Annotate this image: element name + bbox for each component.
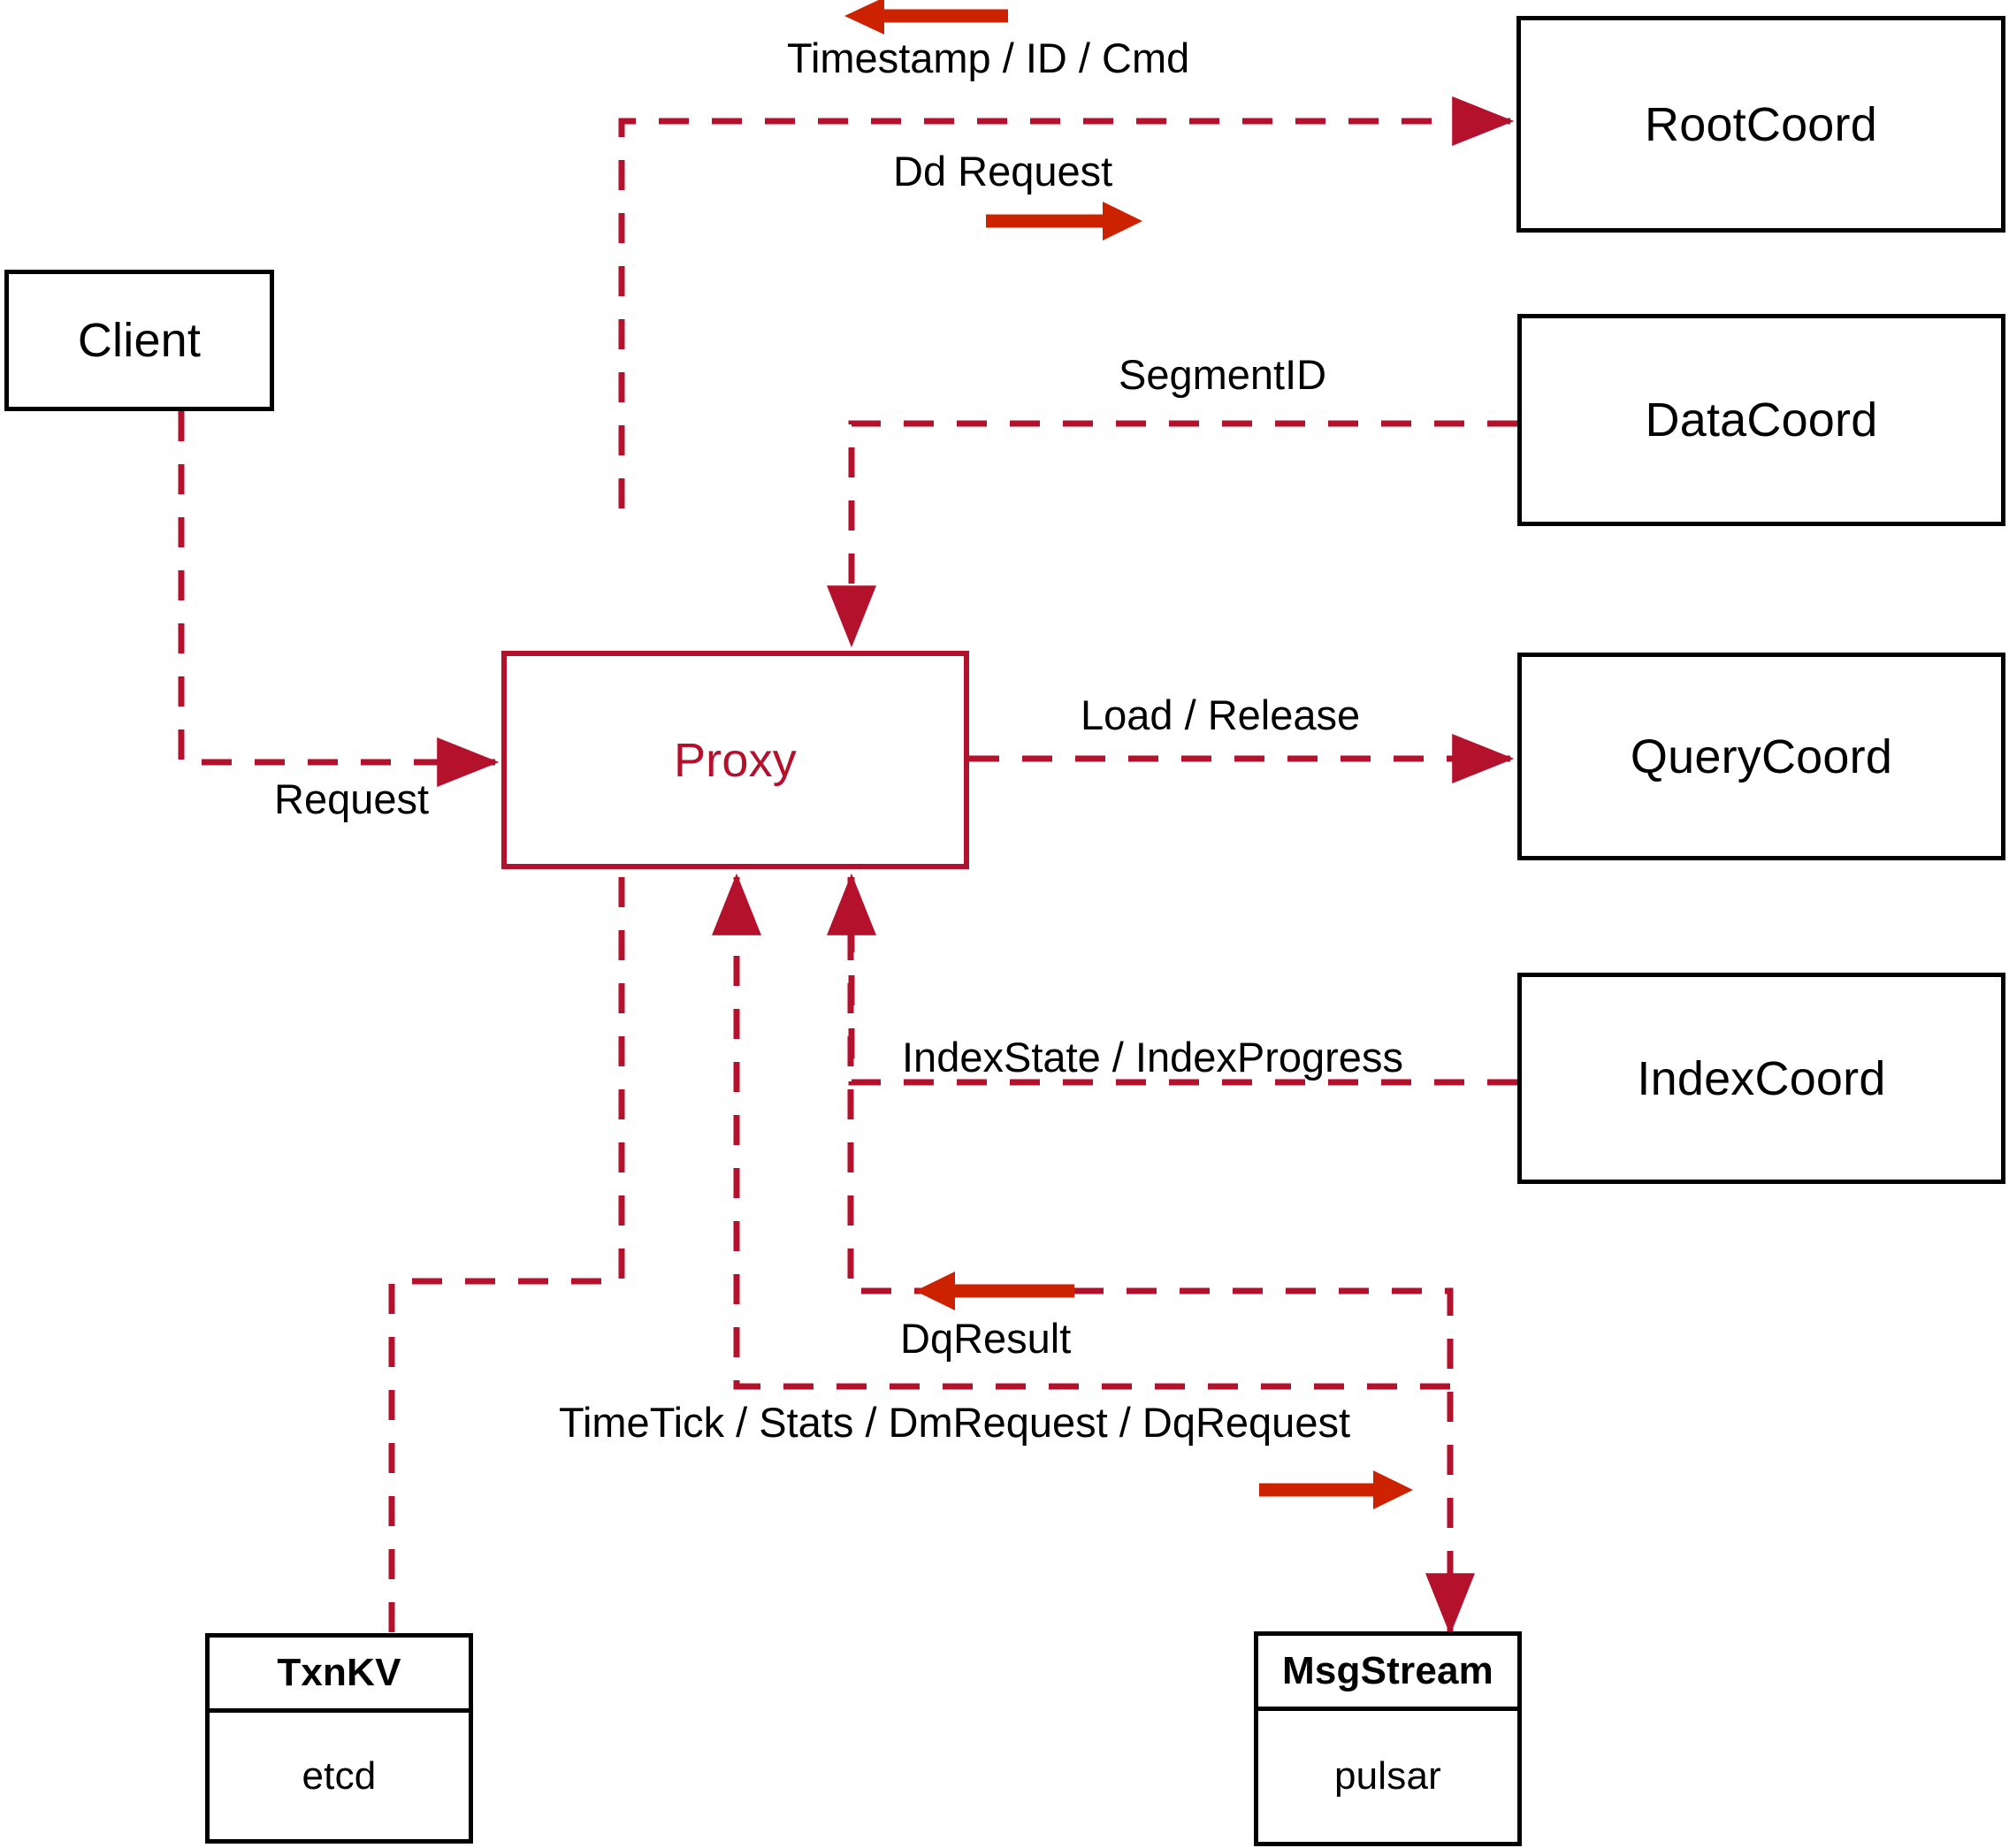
edge-label-dqresult: DqResult — [900, 1315, 1072, 1362]
arrow-dqresult-icon — [915, 1271, 1074, 1310]
node-txnkv-label: TxnKV — [277, 1651, 401, 1694]
wire-request — [178, 411, 500, 787]
edge-label-dd-request: Dd Request — [893, 148, 1113, 195]
wire-dqresult — [712, 873, 1450, 1390]
node-msgstream-body: pulsar — [1258, 1711, 1517, 1842]
edge-label-request: Request — [274, 775, 430, 822]
node-txnkv-sublabel: etcd — [302, 1753, 377, 1798]
node-rootcoord[interactable]: RootCoord — [1516, 16, 2005, 233]
node-rootcoord-label: RootCoord — [1645, 97, 1877, 151]
node-msgstream-label: MsgStream — [1282, 1649, 1493, 1692]
wire-segmentid — [827, 420, 1517, 648]
node-txnkv-body: etcd — [210, 1713, 469, 1839]
arrow-dd-request-icon — [986, 202, 1142, 241]
wire-timetick — [847, 877, 1475, 1636]
edge-label-load-release: Load / Release — [1081, 691, 1361, 738]
node-querycoord-label: QueryCoord — [1630, 729, 1893, 783]
edge-label-segmentid: SegmentID — [1119, 351, 1327, 398]
edge-label-indexstate-indexprogress: IndexState / IndexProgress — [902, 1034, 1403, 1081]
node-msgstream[interactable]: MsgStream pulsar — [1254, 1631, 1522, 1846]
node-txnkv-header: TxnKV — [210, 1638, 469, 1713]
node-proxy[interactable]: Proxy — [501, 651, 969, 869]
node-datacoord[interactable]: DataCoord — [1517, 314, 2005, 526]
node-indexcoord[interactable]: IndexCoord — [1517, 973, 2005, 1184]
node-txnkv[interactable]: TxnKV etcd — [205, 1633, 473, 1844]
node-indexcoord-label: IndexCoord — [1637, 1051, 1886, 1105]
node-client-label: Client — [77, 314, 202, 367]
node-datacoord-label: DataCoord — [1645, 393, 1878, 447]
node-querycoord[interactable]: QueryCoord — [1517, 653, 2005, 860]
edge-label-timetick-stats-dmrequest-dqrequest: TimeTick / Stats / DmRequest / DqRequest — [559, 1399, 1351, 1446]
wire-txnkv — [388, 877, 625, 1633]
arrow-timestamp-icon — [844, 0, 1008, 34]
node-msgstream-header: MsgStream — [1258, 1636, 1517, 1711]
node-msgstream-sublabel: pulsar — [1333, 1754, 1442, 1798]
arrow-timetick-icon — [1259, 1470, 1413, 1509]
node-client[interactable]: Client — [4, 270, 274, 411]
edge-label-timestamp-id-cmd: Timestamp / ID / Cmd — [787, 34, 1190, 81]
node-proxy-label: Proxy — [673, 733, 798, 787]
